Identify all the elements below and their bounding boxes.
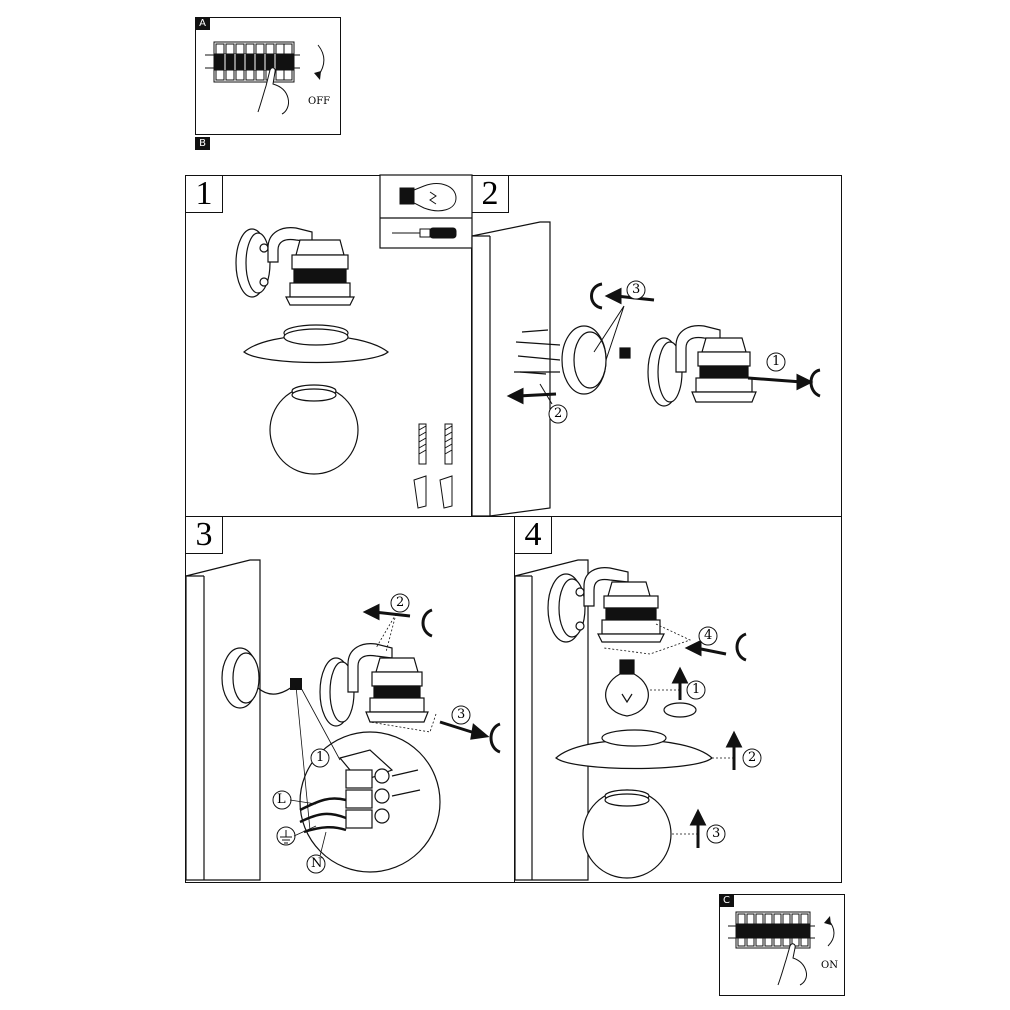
lamp-shade-drawing xyxy=(555,729,713,770)
clip-icon xyxy=(421,608,433,638)
step-4-callout-3: 3 xyxy=(712,826,721,841)
wall-plate-drawing xyxy=(221,647,260,709)
screws-and-wall-plugs xyxy=(413,423,453,509)
step-3-callout-3: 3 xyxy=(457,707,466,722)
wire-label-neutral: N xyxy=(311,856,323,871)
lamp-body-drawing xyxy=(319,643,429,727)
circuit-breaker-icon xyxy=(205,41,300,83)
glass-globe-drawing xyxy=(269,384,359,475)
step-3-callout-2: 2 xyxy=(396,595,405,610)
step-2-callout-2: 2 xyxy=(554,406,563,421)
step-4-number: 4 xyxy=(514,516,552,554)
panel-a-tag: A xyxy=(195,17,210,30)
clip-icon xyxy=(590,282,603,310)
wall-drawing xyxy=(185,559,261,881)
connector-detail-circle xyxy=(299,731,441,873)
lamp-bracket-drawing xyxy=(547,567,665,643)
lamp-body-drawing xyxy=(619,325,757,407)
step-4-callout-4: 4 xyxy=(704,628,713,643)
step-2-callout-1: 1 xyxy=(772,354,781,369)
clip-icon xyxy=(489,722,501,754)
clip-icon xyxy=(735,632,747,662)
step-4-callout-1: 1 xyxy=(692,682,701,697)
wall-drawing xyxy=(471,221,551,517)
circuit-breaker-icon xyxy=(728,911,815,949)
light-bulb-icon xyxy=(399,183,457,212)
lamp-shade-drawing xyxy=(243,324,389,364)
wire-label-live: L xyxy=(277,792,286,807)
direction-arrows xyxy=(362,603,490,740)
hand-icon xyxy=(777,943,807,986)
step-2-callout-3: 3 xyxy=(632,282,641,297)
ring-icon xyxy=(663,702,697,718)
panel-b-tag: B xyxy=(195,137,210,150)
step-4-callout-2: 2 xyxy=(748,750,757,765)
direction-arrows xyxy=(671,639,743,848)
ground-icon xyxy=(280,830,292,844)
switch-off-label: OFF xyxy=(308,96,331,107)
step-3-callout-1: 1 xyxy=(316,750,325,765)
hand-icon xyxy=(257,67,289,115)
step-1-number: 1 xyxy=(185,175,223,213)
step-3-number: 3 xyxy=(185,516,223,554)
glass-globe-drawing xyxy=(582,789,672,879)
panel-c-tag: C xyxy=(719,894,734,907)
lamp-bracket-drawing xyxy=(235,227,355,306)
screwdriver-icon xyxy=(392,227,457,239)
light-bulb-icon xyxy=(605,659,649,717)
step-2-number: 2 xyxy=(471,175,509,213)
switch-on-label: ON xyxy=(821,960,838,971)
